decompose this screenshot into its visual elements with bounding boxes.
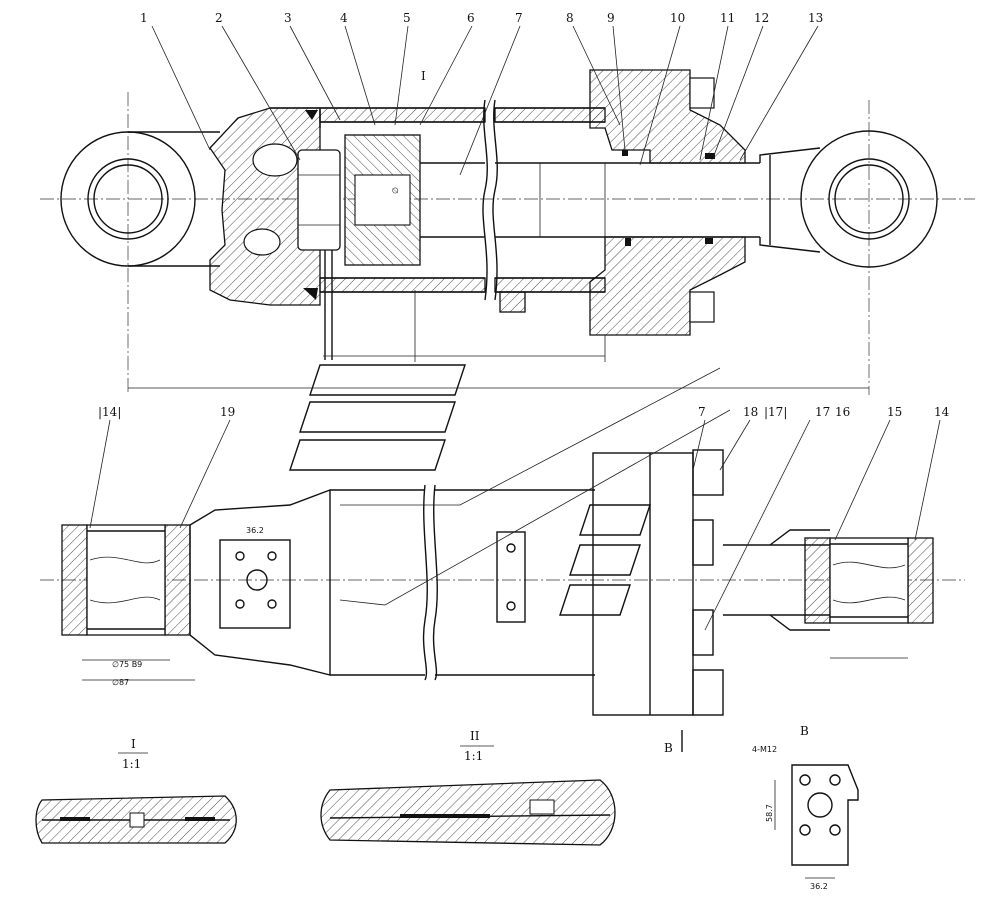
left-eye-wall-a xyxy=(61,524,88,636)
gland-bolt-c xyxy=(692,609,714,656)
callout-15: 15 xyxy=(887,405,902,419)
callout-2: 2 xyxy=(215,11,223,25)
gland-bolt-a xyxy=(692,449,724,496)
top-leaders xyxy=(151,25,819,176)
middle-callouts: |14| 19 7 18 |17| 17 16 15 14 36.2 ∅75 B… xyxy=(98,405,950,687)
break-line-right xyxy=(492,99,498,301)
callout-3: 3 xyxy=(284,11,292,25)
weld-top xyxy=(305,110,318,120)
right-eye-wall-a xyxy=(804,537,831,624)
callout-9: 9 xyxy=(607,11,615,25)
break-line-left xyxy=(482,99,488,301)
callout-11: 11 xyxy=(720,11,735,25)
barrel-wall-top-b xyxy=(494,107,606,123)
view-b-spacing: 36.2 xyxy=(810,882,828,891)
left-eye-wall-b xyxy=(164,524,191,636)
front-gland xyxy=(589,69,746,164)
callout-13: 13 xyxy=(808,11,823,25)
callout-8: 8 xyxy=(566,11,574,25)
callout-17-boxed: |17| xyxy=(764,405,787,419)
top-section-view: ∅ xyxy=(40,25,975,395)
arrow-b-marker: B xyxy=(664,730,683,755)
left-eye xyxy=(60,131,220,267)
callout-18: 18 xyxy=(743,405,758,419)
rod-end-neck xyxy=(759,147,821,253)
callout-17: 17 xyxy=(815,405,830,419)
front-gland-lower xyxy=(589,236,746,336)
callout-6: 6 xyxy=(467,11,475,25)
callout-19: 19 xyxy=(220,405,235,419)
detail-ii-title: II xyxy=(470,729,480,743)
bolt-spacing-dim: 36.2 xyxy=(246,526,264,535)
gland-bolt-d xyxy=(692,669,724,716)
front-gland-block xyxy=(592,452,694,716)
detail-i: I 1:1 xyxy=(35,737,237,844)
bore-dim-b-text: ∅87 xyxy=(112,678,129,687)
left-bushing xyxy=(86,524,166,636)
weld-bottom xyxy=(303,288,318,300)
barrel-wall-bottom xyxy=(319,277,486,293)
view-b: B 4-M12 58.7 36.2 xyxy=(752,724,859,891)
barrel-wall-bottom-b xyxy=(494,277,606,293)
callout-7: 7 xyxy=(515,11,523,25)
rod-side-port xyxy=(496,531,526,623)
top-callouts: 1 2 3 4 5 6 7 8 9 10 11 12 13 I xyxy=(140,11,823,83)
middle-outline-view xyxy=(40,364,965,716)
callout-7-middle: 7 xyxy=(698,405,706,419)
right-eye-wall-b xyxy=(907,537,934,624)
right-eye xyxy=(800,130,938,268)
barrel-wall-top xyxy=(319,107,486,123)
detail-i-scale: 1:1 xyxy=(122,757,141,771)
gland-bolt-bottom xyxy=(689,291,715,323)
callout-4: 4 xyxy=(340,11,348,25)
detail-i-title: I xyxy=(131,737,136,751)
section-arrow-marks xyxy=(289,364,731,616)
detail-mark-i: I xyxy=(421,69,426,83)
view-b-height: 58.7 xyxy=(765,804,774,822)
view-b-title: B xyxy=(800,724,809,738)
callout-1: 1 xyxy=(140,11,148,25)
callout-5: 5 xyxy=(403,11,411,25)
callout-10: 10 xyxy=(670,11,685,25)
gland-bolt-b xyxy=(692,519,714,566)
callout-14-left: |14| xyxy=(98,405,121,419)
piston-nut xyxy=(297,149,341,251)
callout-12: 12 xyxy=(754,11,769,25)
view-b-holes: 4-M12 xyxy=(752,745,777,754)
detail-ii: II 1:1 xyxy=(320,729,616,846)
arrow-b-label: B xyxy=(664,741,673,755)
detail-ii-scale: 1:1 xyxy=(464,749,483,763)
bore-dim-a-text: ∅75 B9 xyxy=(112,660,142,669)
callout-16: 16 xyxy=(835,405,850,419)
right-bushing xyxy=(829,537,909,624)
port-flange xyxy=(219,539,291,629)
gland-bolt-top xyxy=(689,77,715,109)
svg-text:∅: ∅ xyxy=(391,187,400,194)
cap-body xyxy=(189,488,331,676)
callout-14-right: 14 xyxy=(934,405,950,419)
